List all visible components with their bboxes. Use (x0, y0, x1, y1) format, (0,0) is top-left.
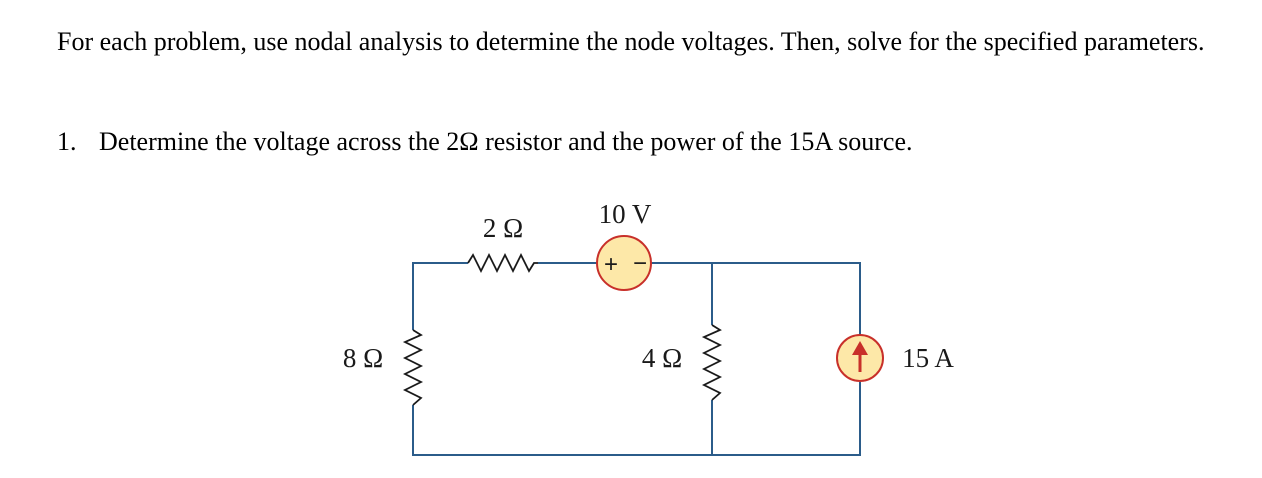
arrow-up-icon (852, 341, 868, 355)
label-resistor-2: 2 Ω (483, 213, 523, 243)
vs-plus-sign: + (604, 251, 618, 278)
wire-top-left (412, 262, 468, 330)
label-voltage-source: 10 V (599, 199, 652, 229)
wire-bottom (412, 382, 861, 456)
circuit-wires (412, 262, 861, 456)
vs-minus-sign: − (633, 250, 647, 277)
problem-number: 1. (57, 127, 77, 156)
label-resistor-8: 8 Ω (343, 343, 383, 373)
voltage-source-10v: + − (596, 235, 652, 291)
label-current-source: 15 A (902, 343, 954, 373)
resistor-2-ohm (467, 252, 538, 274)
problem-text: Determine the voltage across the 2Ω resi… (99, 127, 913, 156)
intro-paragraph: For each problem, use nodal analysis to … (57, 27, 1205, 56)
label-resistor-4: 4 Ω (642, 343, 682, 373)
resistor-4-ohm (701, 324, 723, 401)
resistor-8-ohm (402, 329, 424, 406)
wire-top-right (651, 262, 861, 335)
current-source-15a (836, 334, 884, 382)
problem-1: 1. Determine the voltage across the 2Ω re… (57, 125, 913, 158)
